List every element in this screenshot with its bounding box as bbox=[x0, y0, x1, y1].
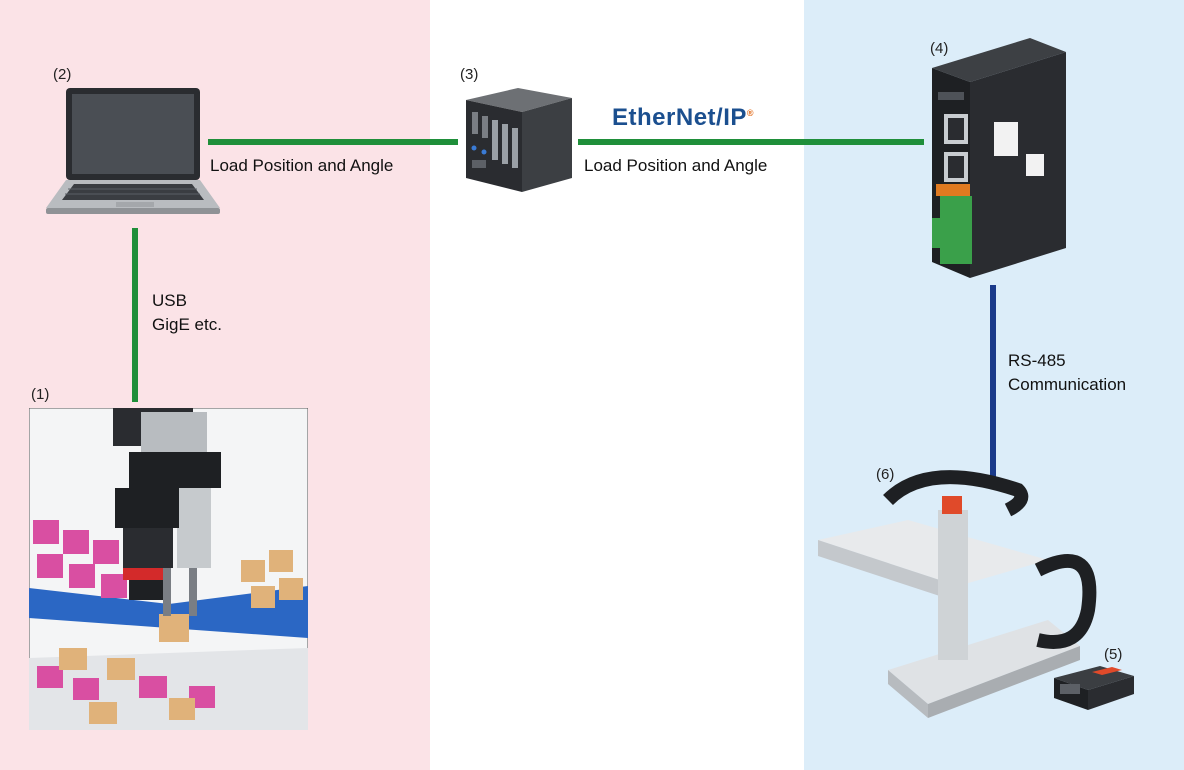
camera-picking-scene-image bbox=[29, 408, 308, 730]
usb-label: USB bbox=[152, 291, 187, 310]
pc-controller-link-label: Load Position and Angle bbox=[584, 156, 768, 175]
actuator-number: (6) bbox=[876, 466, 895, 483]
ethernet-ip-logo: EtherNet/IP® bbox=[612, 104, 754, 132]
laptop-number: (2) bbox=[53, 66, 72, 83]
logo-n-glyph-icon: N bbox=[675, 104, 694, 131]
camera-scene-number: (1) bbox=[31, 386, 50, 403]
controller-module-icon bbox=[932, 38, 1066, 278]
linear-actuator-icon bbox=[818, 470, 1097, 718]
driver-unit-icon bbox=[1054, 666, 1134, 710]
industrial-pc-number: (3) bbox=[460, 66, 479, 83]
controller-number: (4) bbox=[930, 40, 949, 57]
registered-mark-icon: ® bbox=[746, 108, 755, 118]
gige-label: GigE etc. bbox=[152, 315, 222, 334]
rs485-label: RS-485 bbox=[1008, 351, 1066, 370]
driver-number: (5) bbox=[1104, 646, 1123, 663]
industrial-pc-icon bbox=[466, 88, 572, 192]
logo-text-part2: et/IP bbox=[693, 104, 747, 131]
laptop-pc-link-label: Load Position and Angle bbox=[210, 156, 394, 175]
logo-text-part1: Ether bbox=[612, 104, 676, 131]
communication-label: Communication bbox=[1008, 375, 1127, 394]
laptop-icon bbox=[46, 88, 220, 214]
